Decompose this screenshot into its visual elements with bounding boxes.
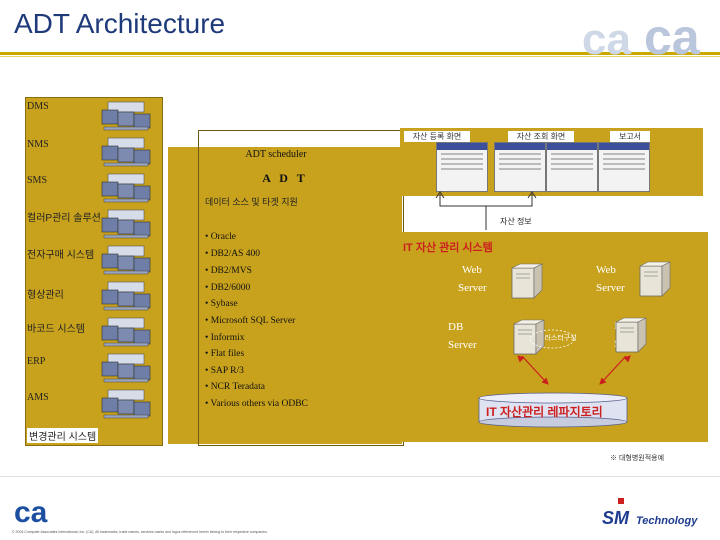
adt-frame: [198, 130, 404, 446]
screen-thumbnail-4: [598, 142, 650, 192]
source-label-nms: NMS: [27, 139, 49, 150]
web-server-1-label: Web: [462, 264, 482, 276]
source-label-erp: ERP: [27, 356, 46, 367]
it-system-title: IT 자산 관리 시스템: [403, 242, 493, 254]
db-item-odbc: • Various others via ODBC: [205, 399, 308, 409]
db-server-1-label: DB: [448, 321, 464, 333]
web-server-2-label: Web: [596, 264, 616, 276]
supported-db-list: [200, 226, 360, 418]
smtechnology-logo: SM Technology: [600, 498, 710, 530]
asset-info-label: 자산 정보: [500, 217, 532, 226]
source-label-sms: SMS: [27, 175, 48, 186]
adt-bar: A D T: [168, 170, 402, 186]
screen-thumbnail-3: [546, 142, 598, 192]
source-label-color-p: 컬러P관리 솔루션: [27, 213, 101, 224]
asset-info-arrows: [435, 191, 537, 230]
web-server-1-sub: Server: [458, 282, 487, 294]
title-divider: [0, 52, 720, 55]
db-server-1-sub: Server: [448, 339, 477, 351]
note-hospital-example: ※ 대형병원적용예: [610, 455, 665, 462]
data-source-support-label: 데이터 소스 및 타겟 지원: [205, 197, 298, 207]
source-label-ams: AMS: [27, 392, 49, 403]
db-item-db2-mvs: • DB2/MVS: [205, 266, 252, 276]
ca-logo: ca: [14, 496, 48, 526]
footer-copyright: © 2003 Computer Associates International…: [12, 530, 268, 534]
db-item-oracle: • Oracle: [205, 232, 237, 242]
repository-cylinder: [478, 392, 628, 428]
screen-thumbnail-2: [494, 142, 546, 192]
db-item-sap: • SAP R/3: [205, 366, 244, 376]
source-label-procurement: 전자구매 시스템: [27, 250, 95, 261]
ca-watermark-logo: ca ca: [582, 9, 701, 64]
source-servers-icons: [101, 101, 151, 419]
svg-text:Technology: Technology: [636, 515, 698, 527]
source-label-change-mgmt: 변경관리 시스템: [27, 428, 99, 443]
footer-divider: [0, 476, 720, 477]
tab-asset-registration: 자산 등록 화면: [404, 131, 470, 142]
svg-text:SM: SM: [602, 508, 630, 528]
cluster-label: 클러스터구성: [538, 335, 577, 342]
tab-asset-inquiry: 자산 조회 화면: [508, 131, 574, 142]
web-server-2-sub: Server: [596, 282, 625, 294]
repository-label: IT 자산관리 레파지토리: [486, 405, 603, 419]
db-item-teradata: • NCR Teradata: [205, 382, 265, 392]
db-item-flat-files: • Flat files: [205, 349, 245, 359]
source-label-configuration: 형상관리: [27, 290, 64, 301]
source-label-dms: DMS: [27, 101, 49, 112]
svg-text:ca: ca: [644, 9, 701, 64]
db-item-db2-as400: • DB2/AS 400: [205, 249, 261, 259]
db-item-informix: • Informix: [205, 333, 245, 343]
adt-scheduler-bar: ADT scheduler: [206, 148, 346, 162]
page-title: ADT Architecture: [14, 8, 226, 39]
source-label-barcode: 바코드 시스템: [27, 324, 85, 335]
svg-text:ca: ca: [14, 496, 48, 526]
svg-text:ca: ca: [582, 15, 631, 64]
it-system-diagram: [511, 261, 671, 385]
screen-thumbnail-1: [436, 142, 488, 192]
title-divider-thin: [0, 56, 720, 57]
tab-report: 보고서: [610, 131, 650, 142]
db-item-mssql: • Microsoft SQL Server: [205, 316, 296, 326]
db-item-sybase: • Sybase: [205, 299, 238, 309]
db-item-db2-6000: • DB2/6000: [205, 283, 251, 293]
